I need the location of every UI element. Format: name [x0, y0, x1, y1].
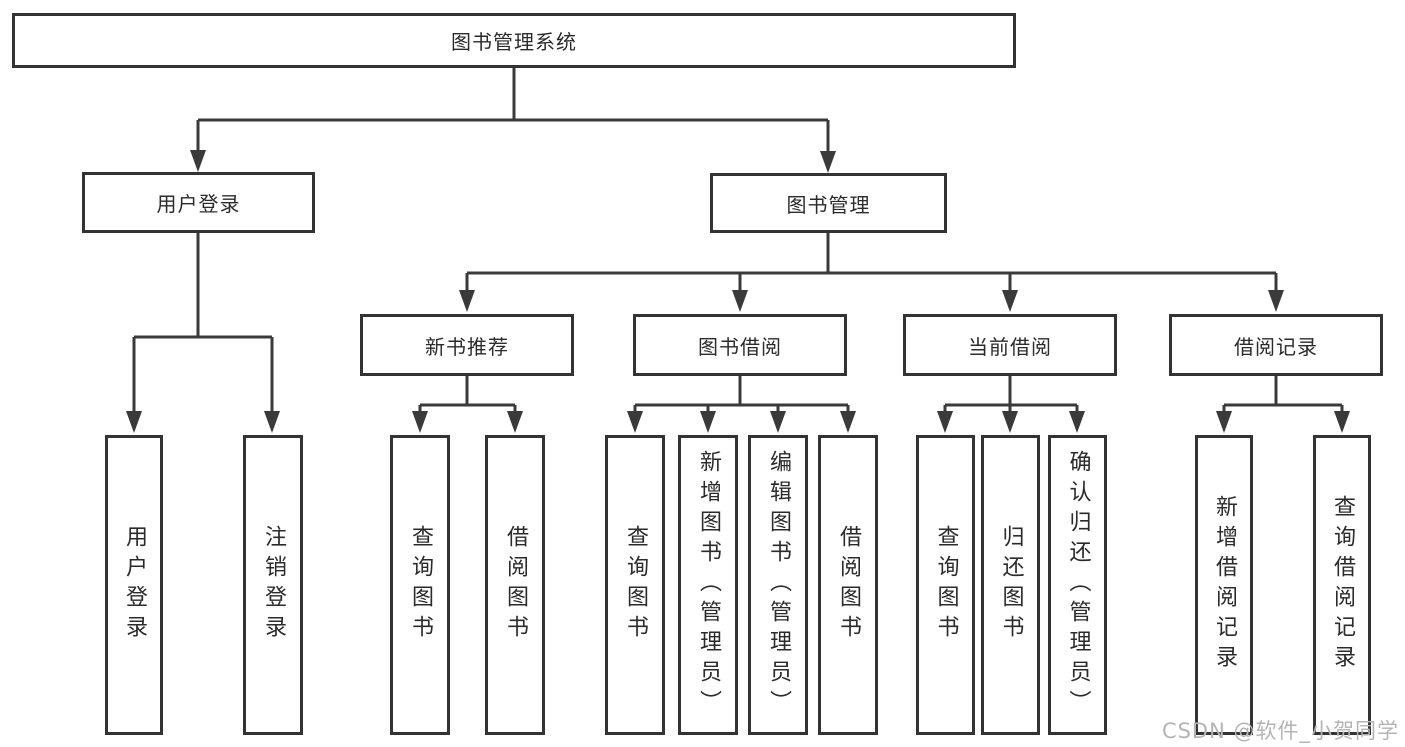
leaf-confirm-return-admin-label: 确认归还（管理员）: [1065, 450, 1091, 720]
leaf-query-borrow-record: 查询借阅记录: [1313, 435, 1371, 735]
leaf-edit-book-admin-label: 编辑图书（管理员）: [766, 450, 791, 720]
leaf-user-login: 用户登录: [105, 435, 163, 735]
node-root: 图书管理系统: [12, 13, 1016, 68]
leaf-return-books: 归还图书: [981, 435, 1040, 735]
node-book-management: 图书管理: [710, 173, 947, 233]
connector-book-management-to-level2: [459, 233, 1284, 312]
node-user-login-label: 用户登录: [156, 192, 241, 216]
leaf-query-books-current-label: 查询图书: [933, 525, 959, 645]
leaf-add-book-admin-label: 新增图书（管理员）: [696, 450, 721, 720]
node-new-book-recommend: 新书推荐: [360, 314, 574, 376]
connector-borrow-records-to-leaves: [1216, 376, 1350, 433]
leaf-logout: 注销登录: [243, 435, 303, 735]
leaf-query-books-borrow: 查询图书: [605, 435, 665, 735]
leaf-logout-label: 注销登录: [261, 525, 286, 645]
connector-new-book-to-leaves: [412, 376, 523, 433]
leaf-query-books-current: 查询图书: [916, 435, 975, 735]
node-borrow-records-label: 借阅记录: [1234, 334, 1318, 359]
leaf-query-books-recommend-label: 查询图书: [408, 525, 433, 645]
connector-current-borrow-to-leaves: [937, 376, 1085, 433]
leaf-confirm-return-admin: 确认归还（管理员）: [1048, 435, 1107, 735]
leaf-query-books-borrow-label: 查询图书: [623, 525, 648, 645]
leaf-add-borrow-record: 新增借阅记录: [1195, 435, 1253, 735]
leaf-edit-book-admin: 编辑图书（管理员）: [748, 435, 808, 735]
node-book-borrow: 图书借阅: [633, 314, 847, 376]
leaf-borrow-books-recommend-label: 借阅图书: [503, 525, 528, 645]
leaf-add-book-admin: 新增图书（管理员）: [678, 435, 738, 735]
leaf-return-books-label: 归还图书: [998, 525, 1024, 645]
node-borrow-records: 借阅记录: [1169, 314, 1383, 376]
leaf-query-borrow-record-label: 查询借阅记录: [1330, 495, 1355, 675]
leaf-borrow-books-recommend: 借阅图书: [485, 435, 545, 735]
csdn-watermark: CSDN @软件_小贺同学: [1161, 719, 1399, 743]
node-new-book-recommend-label: 新书推荐: [425, 334, 509, 359]
leaf-add-borrow-record-label: 新增借阅记录: [1212, 495, 1237, 675]
node-current-borrow-label: 当前借阅: [968, 334, 1052, 359]
node-book-borrow-label: 图书借阅: [698, 334, 782, 359]
connector-root-to-level1: [190, 68, 836, 173]
node-user-login: 用户登录: [82, 172, 315, 233]
leaf-query-books-recommend: 查询图书: [390, 435, 450, 735]
connector-user-login-to-leaves: [126, 233, 280, 433]
connector-book-borrow-to-leaves: [627, 376, 856, 433]
leaf-borrow-books-label: 借阅图书: [836, 525, 861, 645]
node-book-management-label: 图书管理: [786, 192, 871, 217]
node-current-borrow: 当前借阅: [903, 314, 1117, 376]
leaf-borrow-books: 借阅图书: [818, 435, 878, 735]
leaf-user-login-label: 用户登录: [122, 525, 147, 645]
node-root-label: 图书管理系统: [451, 30, 577, 54]
